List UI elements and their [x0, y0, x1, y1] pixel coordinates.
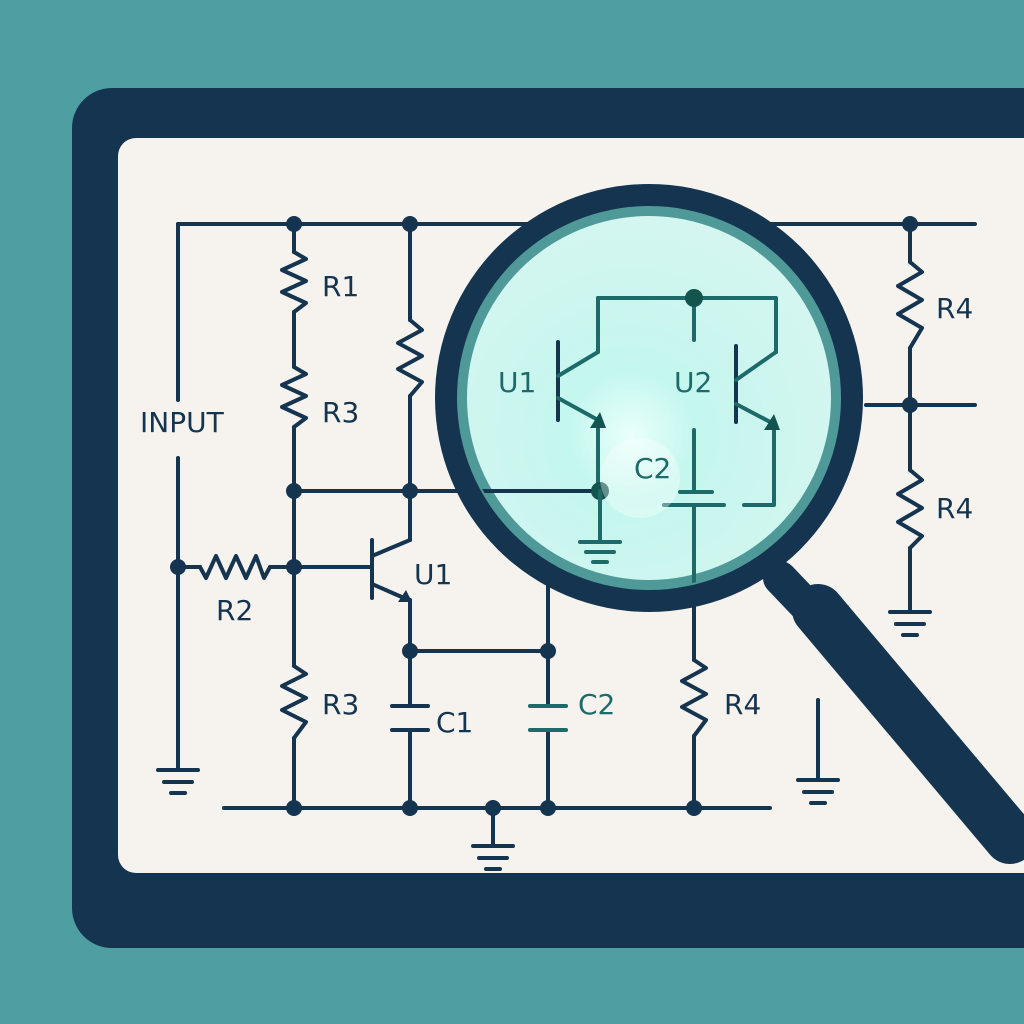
label-u1: U1 — [414, 558, 452, 591]
ground-bottom-icon — [471, 844, 515, 871]
label-c2: C2 — [578, 688, 615, 721]
resistor-r4-bottom — [680, 658, 708, 738]
label-r3-top: R3 — [322, 396, 359, 429]
label-r2: R2 — [216, 594, 253, 627]
ground-left-icon — [156, 744, 200, 795]
label-c1: C1 — [436, 706, 473, 739]
junction-dots — [170, 216, 918, 816]
capacitor-c2 — [528, 704, 568, 732]
label-r3-bottom: R3 — [322, 688, 359, 721]
capacitor-c1 — [390, 704, 430, 732]
magnified-label-u1: U1 — [498, 366, 536, 399]
ground-right-icon — [796, 778, 840, 805]
label-r1: R1 — [322, 270, 359, 303]
ground-far-right-icon — [888, 610, 932, 637]
magnified-label-u2: U2 — [674, 366, 712, 399]
label-r4-right-top: R4 — [936, 292, 973, 325]
label-r4-right-bottom: R4 — [936, 492, 973, 525]
transistor-u1 — [370, 538, 412, 602]
circuit-wires — [176, 222, 977, 848]
label-r4-bottom: R4 — [724, 688, 761, 721]
resistor-r2 — [198, 554, 272, 580]
resistor-r4-right-top — [896, 260, 924, 350]
resistor-r1 — [280, 250, 308, 314]
resistor-r3-bottom — [280, 664, 308, 740]
label-input: INPUT — [140, 406, 225, 439]
magnified-label-c2: C2 — [634, 452, 671, 485]
resistor-top-middle — [396, 318, 424, 398]
resistor-r4-right-bottom — [896, 468, 924, 550]
magnified-circuit: U1 U2 C2 — [468, 289, 780, 588]
resistor-r3-top — [280, 365, 308, 429]
magnifier-handle — [763, 561, 1024, 864]
